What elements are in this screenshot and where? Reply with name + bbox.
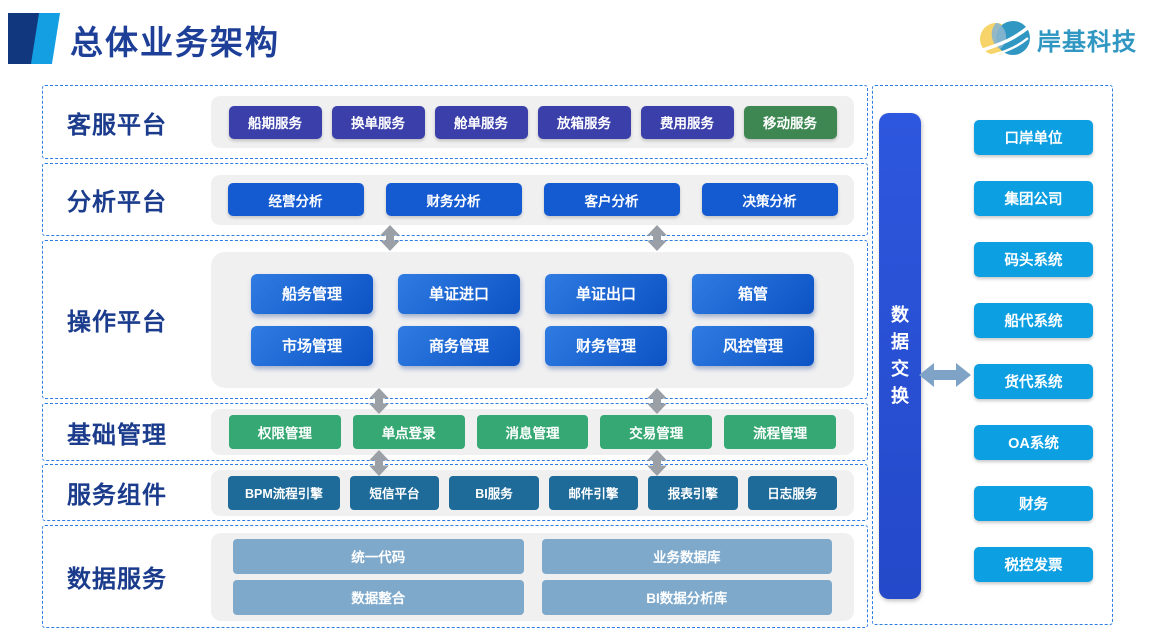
brand-logo-icon — [978, 21, 1032, 60]
node-row: 统一代码 业务数据库 — [233, 538, 832, 574]
node-container-mgmt: 箱管 — [692, 273, 814, 314]
node-terminal-system: 码头系统 — [974, 242, 1093, 277]
node-sms-platform: 短信平台 — [349, 475, 440, 510]
node-business-mgmt: 商务管理 — [398, 325, 520, 366]
section-label: 操作平台 — [67, 309, 167, 336]
panel-external-systems: 数据交换 口岸单位 集团公司 码头系统 船代系统 货代系统 OA系统 财务 税控… — [872, 85, 1113, 625]
button-tray: 权限管理 单点登录 消息管理 交易管理 流程管理 — [211, 409, 854, 455]
node-group-company: 集团公司 — [974, 181, 1093, 216]
node-freight-forwarder-system: 货代系统 — [974, 364, 1093, 399]
vertical-connector-icon — [380, 225, 400, 251]
node-manifest-service: 舱单服务 — [434, 105, 528, 139]
button-tray: 船期服务 换单服务 舱单服务 放箱服务 费用服务 移动服务 — [211, 96, 854, 148]
node-single-sign-on: 单点登录 — [352, 415, 465, 449]
node-container-release-service: 放箱服务 — [537, 105, 631, 139]
node-mail-engine: 邮件引擎 — [548, 475, 639, 510]
section-analysis-platform: 分析平台 经营分析 财务分析 客户分析 决策分析 — [42, 163, 868, 236]
node-finance-mgmt: 财务管理 — [545, 325, 667, 366]
node-data-integration: 数据整合 — [233, 579, 524, 615]
node-port-unit: 口岸单位 — [974, 120, 1093, 155]
node-doc-import: 单证进口 — [398, 273, 520, 314]
section-data-services: 数据服务 统一代码 业务数据库 数据整合 BI数据分析库 — [42, 525, 868, 628]
node-row: 市场管理 商务管理 财务管理 风控管理 — [251, 325, 814, 366]
node-transaction-mgmt: 交易管理 — [600, 415, 713, 449]
node-tax-invoice-system: 税控发票 — [974, 547, 1093, 582]
data-exchange-label: 数据交换 — [891, 305, 909, 406]
section-label: 分析平台 — [67, 189, 167, 216]
button-tray: 统一代码 业务数据库 数据整合 BI数据分析库 — [211, 532, 854, 621]
node-row: 船务管理 单证进口 单证出口 箱管 — [251, 273, 814, 314]
node-shipping-mgmt: 船务管理 — [251, 273, 373, 314]
data-exchange-bar: 数据交换 — [879, 113, 921, 599]
vertical-connector-icon — [647, 450, 667, 476]
node-oa-system: OA系统 — [974, 425, 1093, 460]
button-tray: 经营分析 财务分析 客户分析 决策分析 — [211, 174, 854, 225]
exchange-arrow-icon — [919, 363, 971, 387]
vertical-connector-icon — [369, 450, 389, 476]
brand-name: 岸基科技 — [1037, 28, 1137, 56]
section-basic-management: 基础管理 权限管理 单点登录 消息管理 交易管理 流程管理 — [42, 403, 868, 461]
node-finance-system: 财务 — [974, 486, 1093, 521]
section-service-components: 服务组件 BPM流程引擎 短信平台 BI服务 邮件引擎 报表引擎 日志服务 — [42, 464, 868, 521]
section-label: 基础管理 — [67, 421, 167, 449]
node-customer-analysis: 客户分析 — [543, 183, 680, 216]
section-customer-service-platform: 客服平台 船期服务 换单服务 舱单服务 放箱服务 费用服务 移动服务 — [42, 85, 868, 159]
node-report-engine: 报表引擎 — [648, 475, 738, 510]
node-doc-export: 单证出口 — [545, 273, 667, 314]
node-unified-code: 统一代码 — [233, 538, 524, 574]
vertical-connector-icon — [647, 388, 667, 414]
page-title: 总体业务架构 — [70, 24, 280, 61]
node-mobile-service: 移动服务 — [743, 105, 837, 139]
node-business-database: 业务数据库 — [541, 538, 832, 574]
section-operation-platform: 操作平台 船务管理 单证进口 单证出口 箱管 市场管理 商务管理 财务管理 风控… — [42, 240, 868, 399]
section-label: 客服平台 — [67, 111, 167, 139]
node-exchange-order-service: 换单服务 — [331, 105, 425, 139]
button-tray: BPM流程引擎 短信平台 BI服务 邮件引擎 报表引擎 日志服务 — [211, 469, 854, 516]
vertical-connector-icon — [647, 225, 667, 251]
node-fee-service: 费用服务 — [640, 105, 734, 139]
node-message-mgmt: 消息管理 — [476, 415, 589, 449]
node-operation-analysis: 经营分析 — [227, 183, 364, 216]
external-system-list: 口岸单位 集团公司 码头系统 船代系统 货代系统 OA系统 财务 税控发票 — [974, 120, 1093, 582]
node-row: 数据整合 BI数据分析库 — [233, 579, 832, 615]
node-decision-analysis: 决策分析 — [701, 183, 838, 216]
vertical-connector-icon — [369, 388, 389, 414]
node-bpm-engine: BPM流程引擎 — [228, 475, 340, 510]
section-label: 数据服务 — [67, 566, 167, 593]
node-shipping-agent-system: 船代系统 — [974, 303, 1093, 338]
node-log-service: 日志服务 — [747, 475, 837, 510]
node-market-mgmt: 市场管理 — [251, 325, 373, 366]
section-label: 服务组件 — [67, 482, 167, 509]
button-tray: 船务管理 单证进口 单证出口 箱管 市场管理 商务管理 财务管理 风控管理 — [211, 251, 854, 388]
node-risk-mgmt: 风控管理 — [692, 325, 814, 366]
node-process-mgmt: 流程管理 — [724, 415, 836, 449]
node-bi-service: BI服务 — [449, 475, 539, 510]
brand-logo: 岸基科技 — [978, 16, 1137, 62]
node-schedule-service: 船期服务 — [228, 105, 322, 139]
node-finance-analysis: 财务分析 — [385, 183, 522, 216]
node-permission-mgmt: 权限管理 — [229, 415, 341, 449]
node-bi-analysis-database: BI数据分析库 — [541, 579, 832, 615]
